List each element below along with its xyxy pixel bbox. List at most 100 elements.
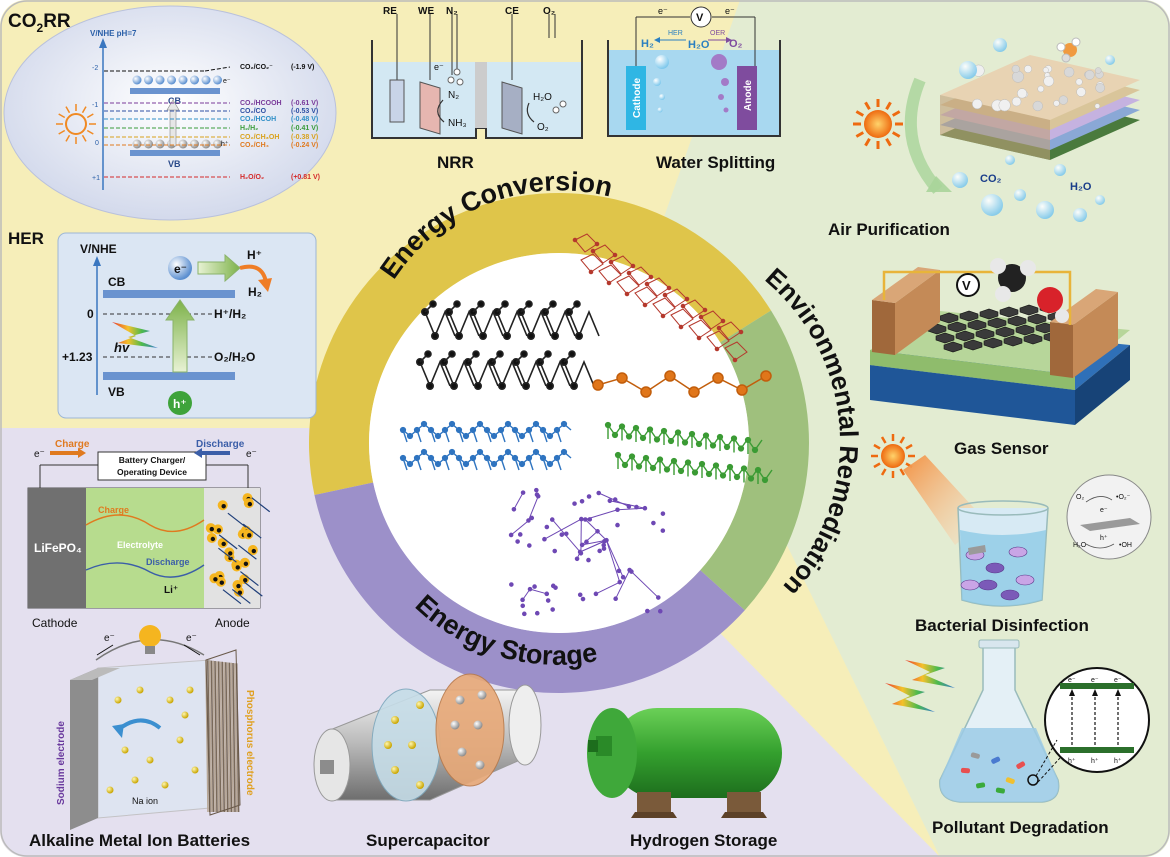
nrr-title: NRR [437,153,474,172]
lightbulb-icon [139,625,161,654]
battery-lifepo4-label: LiFePO₄ [34,541,82,555]
battery-electrolyte [86,488,204,608]
co2rr-tick-minus2: -2 [92,65,98,72]
environmental-remediation-background [600,0,1170,857]
gas-sensor-voltmeter [956,273,980,297]
co2rr-vb-band [130,150,220,156]
her-potential-label: +1.23 [62,350,93,364]
cathode-electrode [626,66,646,130]
sodium-electrode-label: Sodium electrode [56,721,67,805]
battery-electron-left: e⁻ [34,449,45,460]
phosphorus-electrode-label: Phosphorus electrode [244,690,255,796]
her-electron-label: e⁻ [174,262,187,276]
pd-hole-3: h⁺ [1114,757,1122,765]
co2rr-electron-label: e⁻ [223,78,231,85]
pd-hole-1: h⁺ [1068,757,1076,765]
nrr-electron-label: e⁻ [434,62,444,72]
battery-charger-box [97,451,207,481]
her-axis-label: V/NHE [80,242,117,256]
co2rr-level-value: (-0.24 V) [291,142,318,149]
co2rr-level-value: (+0.81 V) [291,174,320,181]
bd-oh-label: •OH [1119,542,1132,549]
co2rr-tick-minus1: -1 [92,102,98,109]
battery-device-line2: Operating Device [117,467,187,477]
her-title: HER [8,229,44,248]
nrr-re-label: RE [383,6,397,17]
blue-phosphorus-structure [399,420,572,471]
co2rr-level-label: CO₂/CO₂⁻ [240,64,273,71]
bd-hole-label: h⁺ [1100,534,1108,542]
her-hole-label: h⁺ [173,397,187,411]
cathode-label: Cathode [632,78,643,118]
her-o-couple-label: O₂/H₂O [214,350,255,364]
gas-sensor-title: Gas Sensor [954,439,1049,458]
co2rr-panel: CO2RR V/NHE pH=7 -2 -1 0 +1 CB VB e⁻ h⁺ … [3,5,337,221]
nrr-n2-top-label: N₂ [446,6,458,17]
her-vb-label: VB [108,385,125,399]
water-splitting-electron-right: e⁻ [725,6,735,16]
co2rr-level-label: H₂O/O₂ [240,174,264,181]
pd-hole-2: h⁺ [1091,757,1099,765]
air-purification-title: Air Purification [828,220,950,239]
air-h2o-label: H₂O [1070,181,1092,193]
water-splitting-her-label: HER [668,30,683,37]
bd-zoom-circle [1066,474,1152,560]
co2rr-level-label: CO₂/HCOOH [240,100,282,107]
violet-phosphorus-structure [508,487,666,617]
water-splitting-voltmeter [690,6,712,28]
battery-anode-label: Anode [215,616,250,630]
black-phosphorus-structure [415,300,600,390]
battery-electrolyte-label: Electrolyte [117,540,163,550]
co2rr-tick-0: 0 [95,140,99,147]
her-excitation-arrow [165,299,195,373]
crystal-structures [399,233,773,617]
battery-cathode-block [28,488,86,608]
co2rr-axis-label: V/NHE pH=7 [90,29,137,38]
battery-discharge-inner-label: Discharge [146,557,190,567]
water-splitting-o2-label: O₂ [729,38,743,50]
ring-center-disc [369,253,749,633]
her-electron-ball [168,256,192,280]
anode-electrode [737,66,757,130]
water-splitting-panel: V e⁻ e⁻ Cathode Anode H₂ H₂O O₂ HER OER … [607,6,781,172]
co2rr-level-value: (-0.48 V) [291,116,318,123]
sodium-electron-right: e⁻ [186,633,197,644]
her-cb-band [103,290,235,298]
pd-electron-3: e⁻ [1114,677,1122,684]
her-h-couple-label: H⁺/H₂ [214,307,246,321]
pd-electron-1: e⁻ [1068,677,1076,684]
anode-label: Anode [743,79,754,111]
pollutant-degradation-title: Pollutant Degradation [932,818,1109,837]
nrr-panel: RE WE N₂ CE O₂ e⁻ N₂ NH₃ H₂O O₂ NRR [371,6,583,172]
bd-h2o-label: H₂O [1073,542,1087,549]
water-splitting-oer-label: OER [710,30,725,37]
gas-sensor-panel: V Gas Sensor [870,258,1130,458]
hydrogen-tank [612,708,782,798]
water-splitting-title: Water Splitting [656,153,775,172]
water-splitting-v-label: V [696,12,704,24]
water-splitting-electron-left: e⁻ [658,6,668,16]
her-panel: HER V/NHE CB VB 0 +1.23 H⁺/H₂ O₂/H₂O e⁻ … [8,229,317,419]
bd-o2-radical-label: •O₂⁻ [1116,494,1131,501]
her-hv-label: hv [114,340,130,355]
red-phosphorus-structure [572,233,748,363]
co2rr-level-label: CO₂/CO [240,108,267,115]
co2rr-level-label: CO₂/CH₄ [240,142,269,149]
sodium-electron-left: e⁻ [104,633,115,644]
co2rr-level-value: (-0.61 V) [291,100,318,107]
her-vb-band [103,372,235,380]
battery-cathode-label: Cathode [32,616,78,630]
pd-electron-2: e⁻ [1091,677,1099,684]
battery-charge-inner-label: Charge [98,505,129,515]
battery-panel: Battery Charger/ Operating Device Charge… [27,439,271,630]
pollutant-degradation-panel: e⁻ e⁻ e⁻ h⁺ h⁺ h⁺ Pollutant Degradation [885,639,1150,837]
water-splitting-h2-label: H₂ [641,38,654,50]
supercapacitor-title: Supercapacitor [366,831,490,850]
nrr-o2-top-label: O₂ [543,6,555,17]
co2rr-tick-plus1: +1 [92,175,100,182]
bd-electron-label: e⁻ [1100,507,1108,514]
bacterial-disinfection-panel: O₂ •O₂⁻ e⁻ h⁺ H₂O •OH Bacterial Disinfec… [871,434,1152,635]
co2rr-level-value: (-1.9 V) [291,64,314,71]
